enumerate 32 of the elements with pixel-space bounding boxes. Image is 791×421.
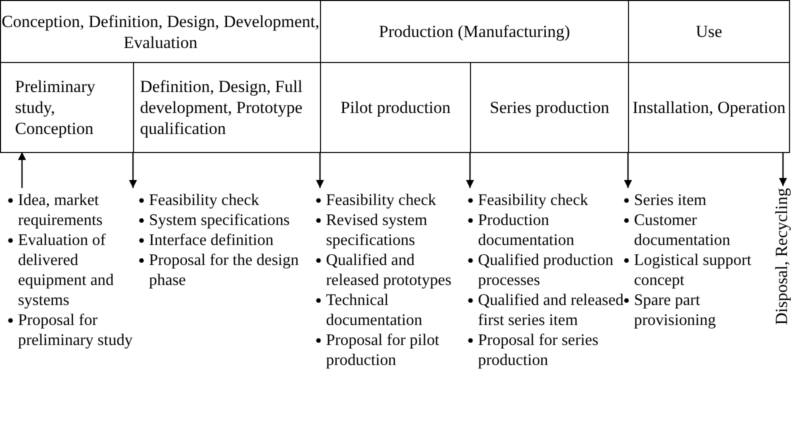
bullet-item: Idea, market requirements bbox=[18, 191, 103, 229]
bullet-item: Proposal for pilot production bbox=[326, 331, 440, 369]
bullet-item: Customer documentation bbox=[634, 211, 730, 249]
phase-header-cell: Conception, Definition, Design, Development, Evaluation bbox=[0, 0, 321, 63]
bullet-item: System specifications bbox=[149, 211, 290, 229]
bullet-item: Interface definition bbox=[149, 231, 274, 249]
arrow bbox=[129, 152, 137, 188]
stage-label: Disposal, Recycling bbox=[772, 188, 791, 325]
arrow bbox=[316, 152, 324, 188]
bullet-item: Series item bbox=[634, 191, 706, 209]
bullet-item: Logistical support concept bbox=[634, 251, 752, 289]
bullet-item: Evaluation of delivered equipment and systems bbox=[18, 231, 114, 309]
bullet-item: Technical documentation bbox=[326, 291, 422, 329]
phase-header-cell: Use bbox=[628, 0, 790, 63]
bullet-item: Spare part provisioning bbox=[634, 291, 716, 329]
bullet-item: Qualified production processes bbox=[478, 251, 614, 289]
arrow bbox=[779, 152, 787, 186]
bullet-item: Proposal for preliminary study bbox=[18, 311, 133, 349]
bullet-item: Feasibility check bbox=[478, 191, 588, 209]
arrow bbox=[466, 152, 474, 188]
bullet-item: Feasibility check bbox=[149, 191, 260, 209]
bullet-item: Qualified and released prototypes bbox=[326, 251, 452, 289]
bullet-item: Proposal for the design phase bbox=[149, 251, 299, 289]
subphase-cell: Installation, Operation bbox=[628, 62, 790, 153]
bullet-item: Feasibility check bbox=[326, 191, 436, 209]
bullet-item: Revised system specifications bbox=[326, 211, 428, 249]
bullet-item: Qualified and released first series item bbox=[478, 291, 624, 329]
arrow bbox=[624, 152, 632, 188]
arrow bbox=[18, 152, 26, 188]
bullet-item: Proposal for series production bbox=[478, 331, 598, 369]
subphase-cell: Preliminary study, Conception bbox=[0, 62, 134, 153]
bullet-item: Production documentation bbox=[478, 211, 574, 249]
